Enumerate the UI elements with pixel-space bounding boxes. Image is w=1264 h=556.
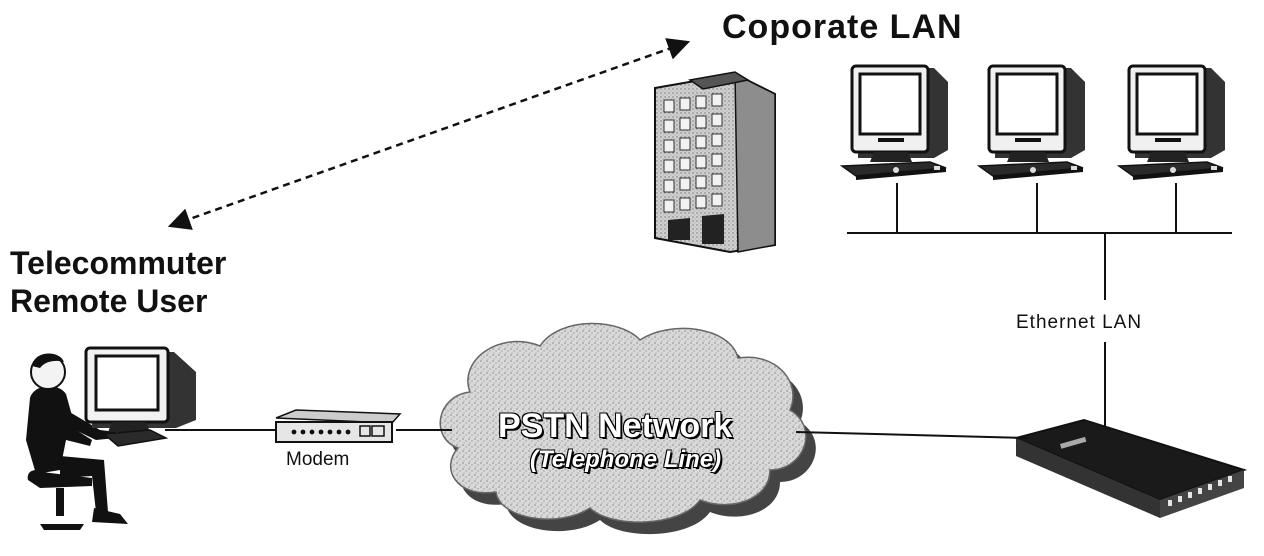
ethernet-lan-label: Ethernet LAN (1016, 312, 1143, 333)
ethernet-bus (847, 183, 1232, 428)
modem-icon (275, 409, 402, 443)
remote-user-label-line1: Telecommuter (10, 245, 227, 281)
corporate-lan-title: Coporate LAN (722, 8, 963, 46)
lan-pc-icon (840, 64, 950, 182)
lan-pc-icon (1117, 64, 1227, 182)
telephone-line-label: (Telephone Line) (530, 446, 722, 473)
router-icon (1012, 418, 1248, 518)
pstn-cloud-icon (439, 322, 816, 535)
lan-pc-icon (977, 64, 1087, 182)
building-icon (654, 71, 776, 254)
phone-line (165, 429, 1029, 439)
remote-user-label: Telecommuter Remote User (10, 244, 226, 320)
modem-label: Modem (286, 449, 350, 470)
pstn-network-label: PSTN Network (498, 407, 733, 445)
remote-user-label-line2: Remote User (10, 283, 208, 319)
remote-user-icon (26, 346, 196, 530)
vpn-tunnel-arrow (167, 38, 691, 230)
